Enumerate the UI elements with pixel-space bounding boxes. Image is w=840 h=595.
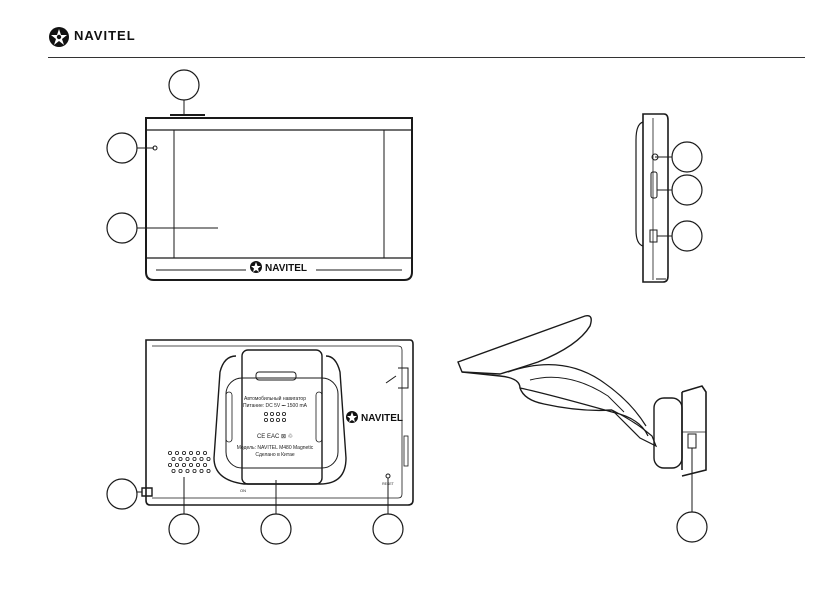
callout-circle xyxy=(671,174,703,206)
grille-hole xyxy=(188,450,193,455)
header-divider xyxy=(48,57,805,58)
grille-hole xyxy=(174,462,179,467)
grille-hole xyxy=(202,462,207,467)
callout-leaders xyxy=(136,100,693,514)
front-bezel-brand: NAVITEL xyxy=(265,263,307,274)
grille-hole xyxy=(195,462,200,467)
back-logo-icon xyxy=(346,411,358,423)
grille-hole xyxy=(206,456,211,461)
callout-circle xyxy=(260,513,292,545)
mount-view xyxy=(457,315,707,477)
back-label-line-3: Модель: NAVITEL M480 Magnetic xyxy=(237,445,314,451)
grille-hole xyxy=(167,450,172,455)
callout-circle xyxy=(106,478,138,510)
back-label-line-1: Автомобильный навигатор xyxy=(244,395,306,402)
speaker-holes-icon xyxy=(263,411,286,422)
cert-marks: CE EAC ⊠ ♲ xyxy=(257,433,293,440)
grille-hole xyxy=(192,456,197,461)
page-header: NAVITEL xyxy=(0,0,840,60)
grille-hole xyxy=(174,450,179,455)
callout-circle xyxy=(168,513,200,545)
grille-hole xyxy=(181,450,186,455)
back-label-line-2: Питание: DC 5V ⎓ 1500 mA xyxy=(243,403,308,409)
grille-hole xyxy=(178,468,183,473)
grille-hole xyxy=(178,456,183,461)
navitel-logo-icon xyxy=(49,27,69,47)
callout-circle xyxy=(671,141,703,173)
grille-hole xyxy=(171,456,176,461)
grille-hole xyxy=(171,468,176,473)
callout-circle xyxy=(372,513,404,545)
reset-hole-icon xyxy=(385,473,391,479)
label-dot xyxy=(269,411,274,416)
brand-name: NAVITEL xyxy=(74,28,136,43)
grille-hole xyxy=(185,468,190,473)
grille-hole xyxy=(199,456,204,461)
front-view: NAVITEL xyxy=(145,114,413,281)
grille-hole xyxy=(185,456,190,461)
grille-hole xyxy=(199,468,204,473)
back-view: Автомобильный навигатор Питание: DC 5V ⎓… xyxy=(141,339,414,506)
label-dot xyxy=(281,417,286,422)
label-dot xyxy=(269,417,274,422)
front-bezel-logo-icon xyxy=(250,261,262,273)
label-dot xyxy=(263,411,268,416)
grille-hole xyxy=(202,450,207,455)
callout-circle xyxy=(168,69,200,101)
label-dot xyxy=(281,411,286,416)
label-dot xyxy=(275,411,280,416)
bottom-mark: ON xyxy=(240,488,246,493)
callout-circle xyxy=(106,132,138,164)
callout-circles xyxy=(106,69,708,545)
grille-hole xyxy=(195,450,200,455)
grille-hole xyxy=(167,462,172,467)
back-label-line-4: Сделано в Китае xyxy=(255,452,295,458)
side-view xyxy=(635,113,669,283)
label-dot xyxy=(275,417,280,422)
grille-hole xyxy=(206,468,211,473)
grille-hole xyxy=(192,468,197,473)
grille-hole xyxy=(188,462,193,467)
label-dot xyxy=(263,417,268,422)
grille-hole xyxy=(181,462,186,467)
back-brand: NAVITEL xyxy=(361,413,403,424)
callout-circle xyxy=(671,220,703,252)
callout-circle xyxy=(106,212,138,244)
callout-circle xyxy=(676,511,708,543)
speaker-grille-icon xyxy=(167,450,211,473)
